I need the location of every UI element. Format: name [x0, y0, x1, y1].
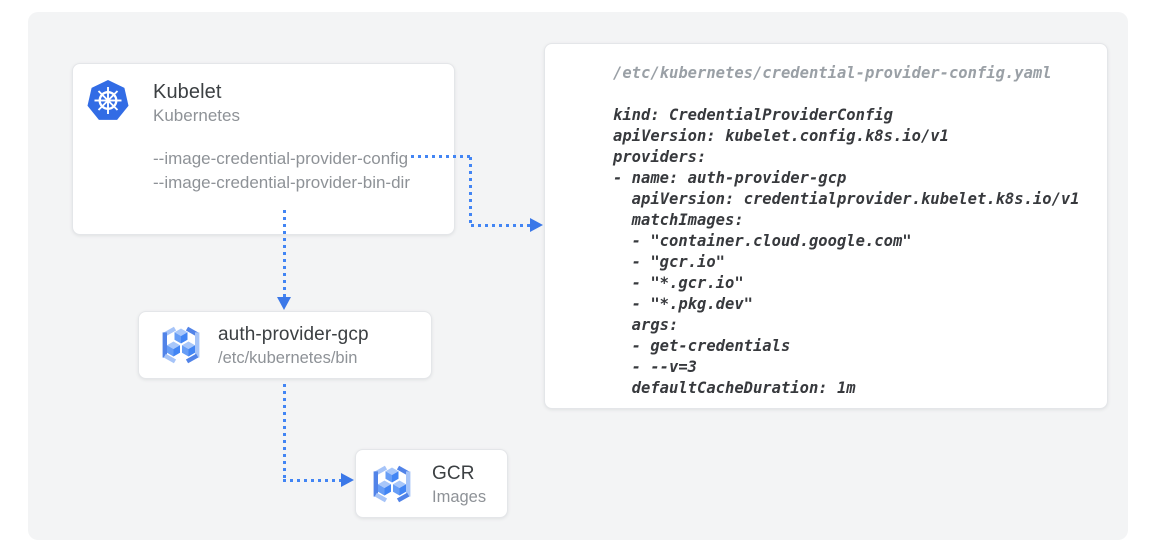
- yaml-line: - --v=3: [613, 358, 697, 376]
- kubelet-flag-provider-bin-dir: --image-credential-provider-bin-dir: [153, 173, 410, 192]
- yaml-line: - name: auth-provider-gcp: [613, 169, 847, 187]
- yaml-line: defaultCacheDuration: 1m: [613, 379, 856, 397]
- yaml-line: apiVersion: credentialprovider.kubelet.k…: [613, 190, 1080, 208]
- gcr-registry-icon: [373, 465, 411, 503]
- yaml-line: - "gcr.io": [613, 253, 725, 271]
- yaml-line: - "*.gcr.io": [613, 274, 744, 292]
- yaml-line: args:: [613, 316, 679, 334]
- arrow-segment: [283, 479, 342, 482]
- gcr-title: GCR: [432, 463, 475, 484]
- yaml-line: - "*.pkg.dev": [613, 295, 753, 313]
- yaml-line: - "container.cloud.google.com": [613, 232, 912, 250]
- auth-provider-gcp-node: auth-provider-gcp /etc/kubernetes/bin: [138, 311, 432, 379]
- arrow-segment: [469, 157, 472, 225]
- gcr-node: GCR Images: [355, 449, 508, 518]
- auth-provider-title: auth-provider-gcp: [218, 324, 369, 345]
- arrow-segment: [411, 155, 470, 158]
- auth-provider-path: /etc/kubernetes/bin: [218, 349, 358, 367]
- yaml-line: kind: CredentialProviderConfig: [613, 106, 893, 124]
- kubelet-flag-provider-config: --image-credential-provider-config: [153, 149, 409, 168]
- kubelet-title: Kubelet: [153, 81, 222, 103]
- kubelet-node: Kubelet Kubernetes --image-credential-pr…: [72, 63, 455, 235]
- credential-provider-config-panel: /etc/kubernetes/credential-provider-conf…: [544, 43, 1108, 409]
- yaml-line: - get-credentials: [613, 337, 791, 355]
- arrow-segment: [283, 210, 286, 300]
- arrowhead-down-icon: [277, 297, 291, 310]
- arrowhead-right-icon: [530, 218, 543, 232]
- arrow-segment: [283, 384, 286, 480]
- gcr-registry-icon: [162, 326, 200, 364]
- arrowhead-right-icon: [341, 473, 354, 487]
- yaml-line: providers:: [613, 148, 707, 166]
- config-file-path: /etc/kubernetes/credential-provider-conf…: [613, 64, 1052, 82]
- kubernetes-icon: [87, 80, 129, 120]
- yaml-line: matchImages:: [613, 211, 744, 229]
- kubelet-subtitle: Kubernetes: [153, 106, 240, 125]
- arrow-segment: [471, 224, 531, 227]
- yaml-line: apiVersion: kubelet.config.k8s.io/v1: [613, 127, 949, 145]
- gcr-subtitle: Images: [432, 488, 487, 506]
